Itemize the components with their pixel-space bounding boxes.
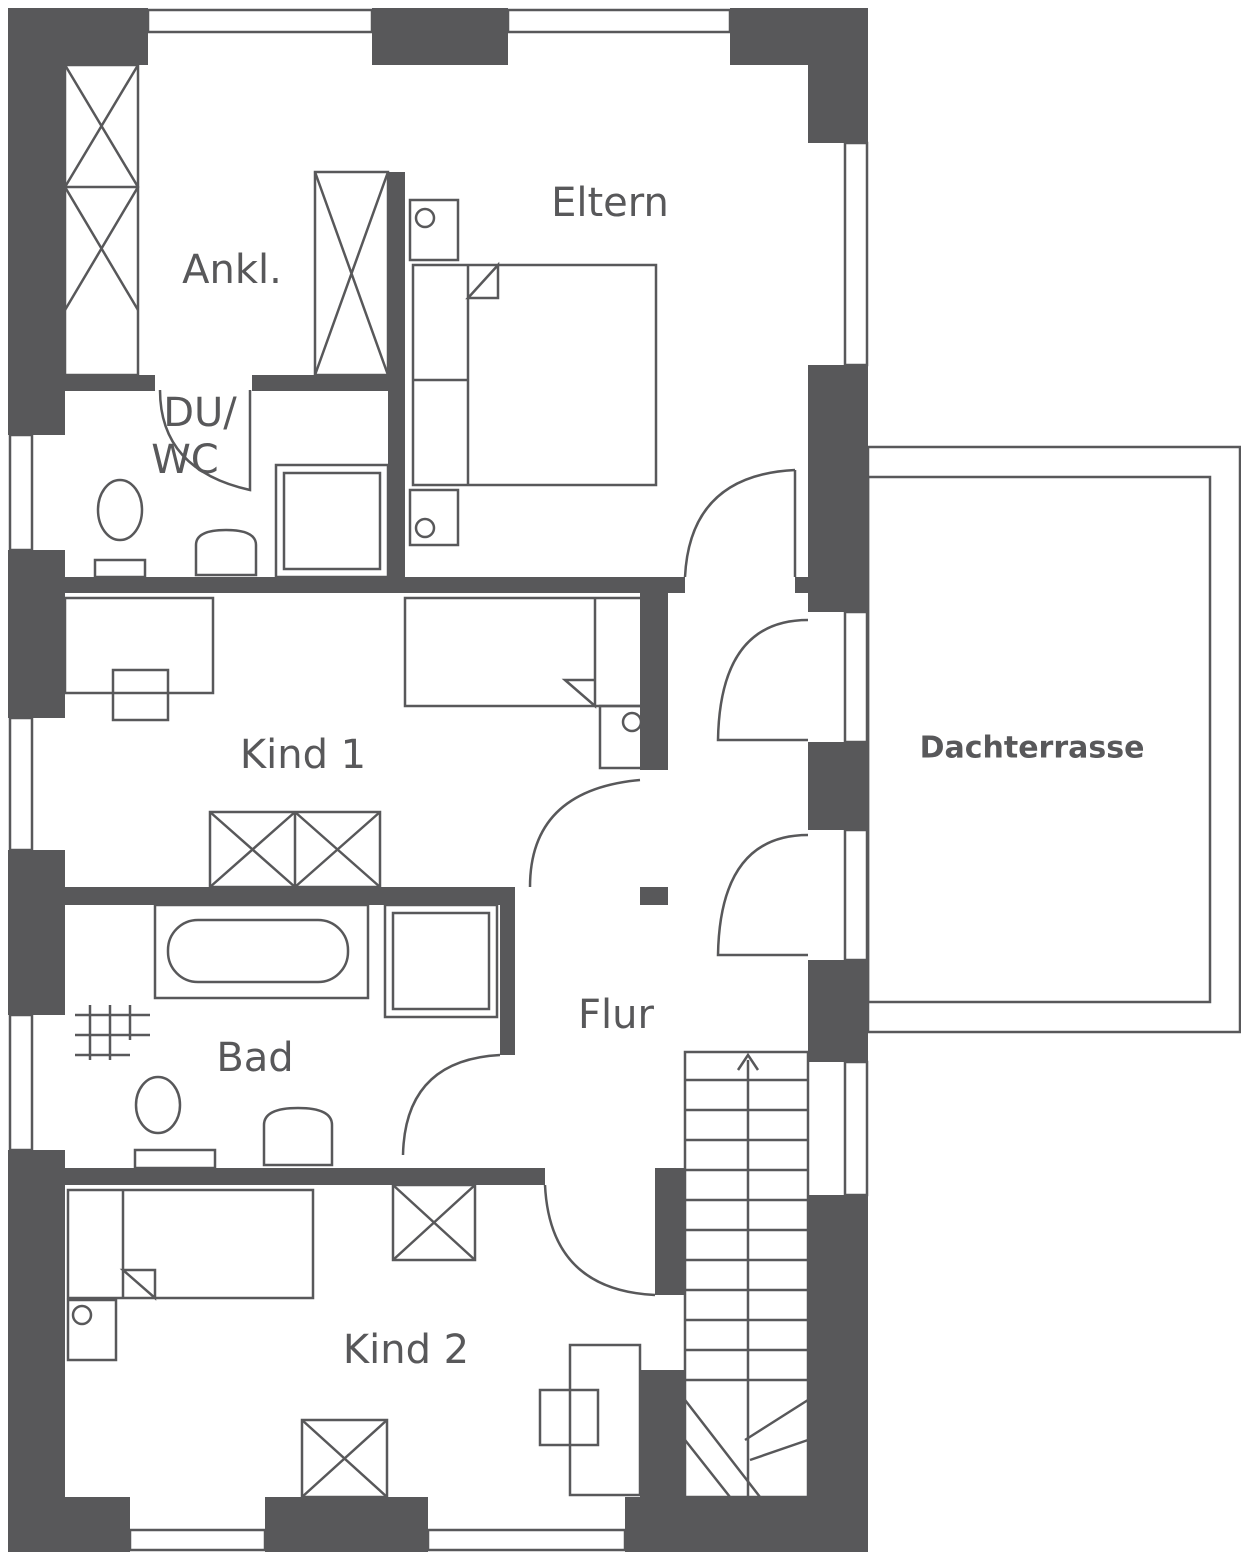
room-label-ankl: Ankl. [182,247,282,293]
room-label-du: DU/ [163,390,237,436]
room-label-wc: WC [151,437,219,483]
room-label-kind1: Kind 1 [239,732,367,778]
room-label-bad: Bad [216,1035,294,1081]
room-label-flur: Flur [578,992,654,1038]
fixtures [8,8,1241,1552]
walls [8,8,868,1552]
room-label-eltern: Eltern [551,180,669,226]
room-label-dachterrasse: Dachterrasse [919,730,1145,766]
room-label-kind2: Kind 2 [342,1327,470,1373]
